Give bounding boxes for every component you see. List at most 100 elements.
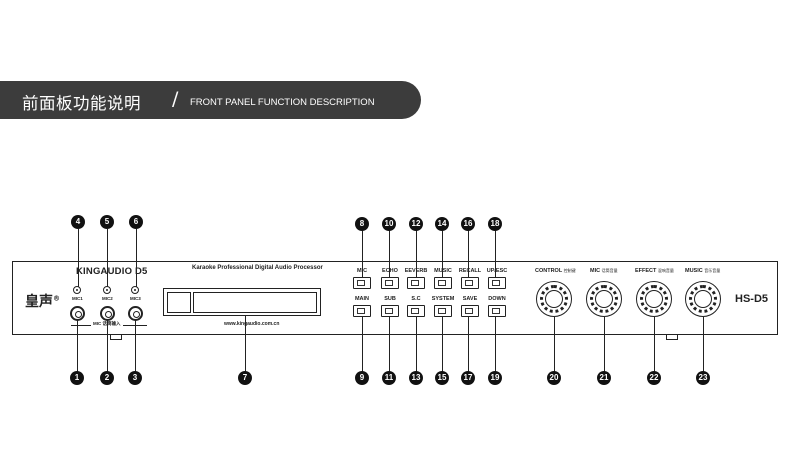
- mic1-indicator: [73, 286, 81, 294]
- leader-line-3: [135, 320, 136, 372]
- leader-line-14: [442, 229, 443, 277]
- mic-volume-knob[interactable]: [586, 281, 622, 317]
- lcd-display: [163, 288, 321, 316]
- leader-line-6: [136, 229, 137, 287]
- up-esc-button[interactable]: [488, 277, 506, 289]
- callout-7: 7: [238, 371, 252, 385]
- mic3-indicator: [131, 286, 139, 294]
- mic-input-group-label: MIC 话筒输入: [91, 321, 123, 327]
- control-knob[interactable]: [536, 281, 572, 317]
- section-title-cn: 前面板功能说明: [22, 94, 141, 113]
- effect-volume-knob[interactable]: [636, 281, 672, 317]
- leader-line-12: [416, 229, 417, 277]
- leader-line-9: [362, 317, 363, 372]
- recall-button[interactable]: [461, 277, 479, 289]
- leader-line-7: [245, 316, 246, 372]
- leader-line-19: [495, 317, 496, 372]
- btn-label-main: MAIN: [354, 296, 370, 302]
- logo-text: 皇声: [25, 294, 53, 310]
- leader-line-18: [495, 229, 496, 277]
- section-header: 前面板功能说明 / FRONT PANEL FUNCTION DESCRIPTI…: [0, 81, 421, 119]
- mic3-input-jack[interactable]: [128, 306, 143, 321]
- website-label: www.kingaudio.com.cn: [224, 321, 280, 327]
- callout-12: 12: [409, 217, 423, 231]
- sub-button[interactable]: [381, 305, 399, 317]
- reverb-button[interactable]: [407, 277, 425, 289]
- callout-3: 3: [128, 371, 142, 385]
- callout-21: 21: [597, 371, 611, 385]
- leader-line-10: [389, 229, 390, 277]
- brand-label: KINGAUDIO D5: [76, 266, 148, 277]
- mic1-label: MIC1: [72, 296, 83, 301]
- music-knob-label: MUSIC 音乐音量: [685, 268, 720, 274]
- callout-15: 15: [435, 371, 449, 385]
- btn-label-sc: S.C: [411, 296, 421, 302]
- brand-logo: 皇声®: [25, 291, 60, 311]
- title-separator: /: [172, 88, 179, 110]
- mic-volume-label-cn: 话筒音量: [601, 268, 618, 273]
- callout-4: 4: [71, 215, 85, 229]
- callout-5: 5: [100, 215, 114, 229]
- leader-line-5: [107, 229, 108, 287]
- effect-volume-label-cn: 混响音量: [657, 268, 674, 273]
- system-button[interactable]: [434, 305, 452, 317]
- mic3-label: MIC3: [130, 296, 141, 301]
- leader-line-23: [703, 317, 704, 372]
- display-indicator-window: [167, 292, 191, 313]
- callout-2: 2: [100, 371, 114, 385]
- mic2-label: MIC2: [102, 296, 113, 301]
- panel-foot-right: [666, 334, 678, 340]
- mic2-input-jack[interactable]: [100, 306, 115, 321]
- music-button[interactable]: [434, 277, 452, 289]
- callout-9: 9: [355, 371, 369, 385]
- registered-mark: ®: [53, 294, 60, 303]
- callout-13: 13: [409, 371, 423, 385]
- mic2-indicator: [103, 286, 111, 294]
- callout-22: 22: [647, 371, 661, 385]
- leader-line-16: [468, 229, 469, 277]
- music-volume-label-cn: 音乐音量: [704, 268, 721, 273]
- effect-volume-label-en: EFFECT: [635, 268, 657, 274]
- display-screen: [193, 292, 317, 313]
- control-label-cn: 控制键: [563, 268, 576, 273]
- section-title-en: FRONT PANEL FUNCTION DESCRIPTION: [190, 97, 375, 108]
- callout-19: 19: [488, 371, 502, 385]
- mic1-input-jack[interactable]: [70, 306, 85, 321]
- control-label-en: CONTROL: [535, 268, 563, 274]
- btn-label-sub: SUB: [384, 296, 396, 302]
- btn-label-system: SYSTEM: [431, 296, 455, 302]
- callout-20: 20: [547, 371, 561, 385]
- sc-button[interactable]: [407, 305, 425, 317]
- mic-volume-label-en: MIC: [590, 268, 601, 274]
- music-volume-knob[interactable]: [685, 281, 721, 317]
- control-knob-label: CONTROL 控制键: [535, 268, 576, 274]
- btn-label-down: DOWN: [488, 296, 506, 302]
- callout-11: 11: [382, 371, 396, 385]
- save-button[interactable]: [461, 305, 479, 317]
- callout-16: 16: [461, 217, 475, 231]
- callout-6: 6: [129, 215, 143, 229]
- leader-line-1: [77, 320, 78, 372]
- leader-line-20: [554, 317, 555, 372]
- btn-label-recall: RECALL: [458, 268, 482, 274]
- mic-button[interactable]: [353, 277, 371, 289]
- callout-10: 10: [382, 217, 396, 231]
- leader-line-8: [362, 229, 363, 277]
- leader-line-13: [416, 317, 417, 372]
- callout-14: 14: [435, 217, 449, 231]
- leader-line-11: [389, 317, 390, 372]
- effect-knob-label: EFFECT 混响音量: [635, 268, 674, 274]
- main-button[interactable]: [353, 305, 371, 317]
- btn-label-save: SAVE: [462, 296, 478, 302]
- leader-line-17: [468, 317, 469, 372]
- callout-18: 18: [488, 217, 502, 231]
- product-tagline: Karaoke Professional Digital Audio Proce…: [192, 265, 323, 271]
- mic-knob-label: MIC 话筒音量: [590, 268, 618, 274]
- echo-button[interactable]: [381, 277, 399, 289]
- leader-line-2: [107, 320, 108, 372]
- callout-8: 8: [355, 217, 369, 231]
- leader-line-21: [604, 317, 605, 372]
- model-label: HS-D5: [735, 293, 769, 305]
- down-button[interactable]: [488, 305, 506, 317]
- leader-line-22: [654, 317, 655, 372]
